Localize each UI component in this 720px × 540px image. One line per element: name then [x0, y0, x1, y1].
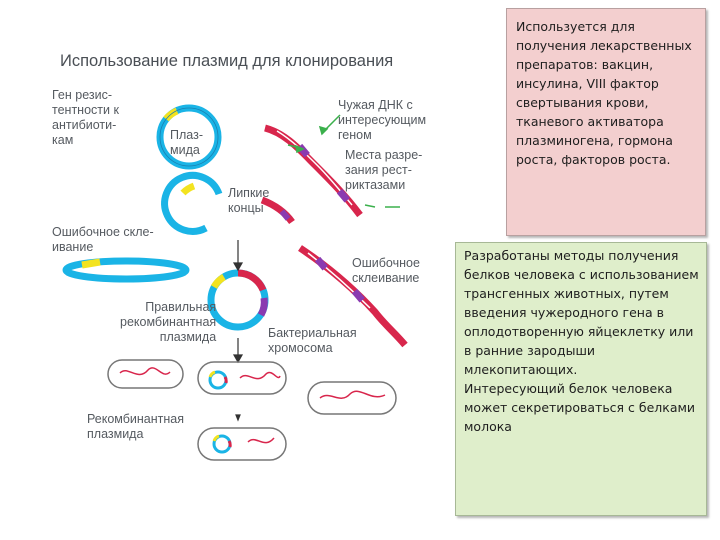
cut-plasmid — [161, 171, 223, 235]
small-plasmids — [208, 370, 232, 454]
wrong-join-ellipse — [62, 257, 190, 283]
diagram-title: Использование плазмид для клонирования — [60, 52, 394, 70]
usage-text-box: Используется для получения лекарственных… — [506, 8, 706, 236]
label-recombinant-plasmid: Рекомбинантная плазмида — [87, 412, 185, 441]
methods-text-box: Разработаны методы получения белков чело… — [455, 242, 707, 516]
wrong-join-strand — [298, 245, 408, 348]
label-sticky-ends: Липкие концы — [228, 186, 270, 215]
label-wrong-join-left: Ошибочное скле- ивание — [52, 225, 154, 254]
label-wrong-join-right: Ошибочное склеивание — [352, 256, 420, 285]
label-plasmid: Плаз- мида — [170, 128, 203, 157]
recombinant-plasmid — [207, 269, 269, 331]
label-cut-sites: Места разре- зания рест- риктазами — [345, 148, 423, 192]
plasmid-ring — [156, 104, 222, 170]
foreign-dna-fragment — [260, 196, 295, 225]
label-bacterial-chromosome: Бактериальная хромосома — [268, 326, 357, 355]
process-arrows — [232, 240, 244, 422]
label-correct-recombinant: Правильная рекомбинантная плазмида — [120, 300, 217, 344]
label-foreign-dna: Чужая ДНК с интересующим геном — [338, 98, 427, 142]
label-resistance-gene: Ген резис- тентности к антибиоти- кам — [52, 88, 119, 147]
chromosomes — [119, 367, 386, 444]
bacteria-cells — [107, 359, 397, 461]
green-arrows — [287, 114, 400, 208]
